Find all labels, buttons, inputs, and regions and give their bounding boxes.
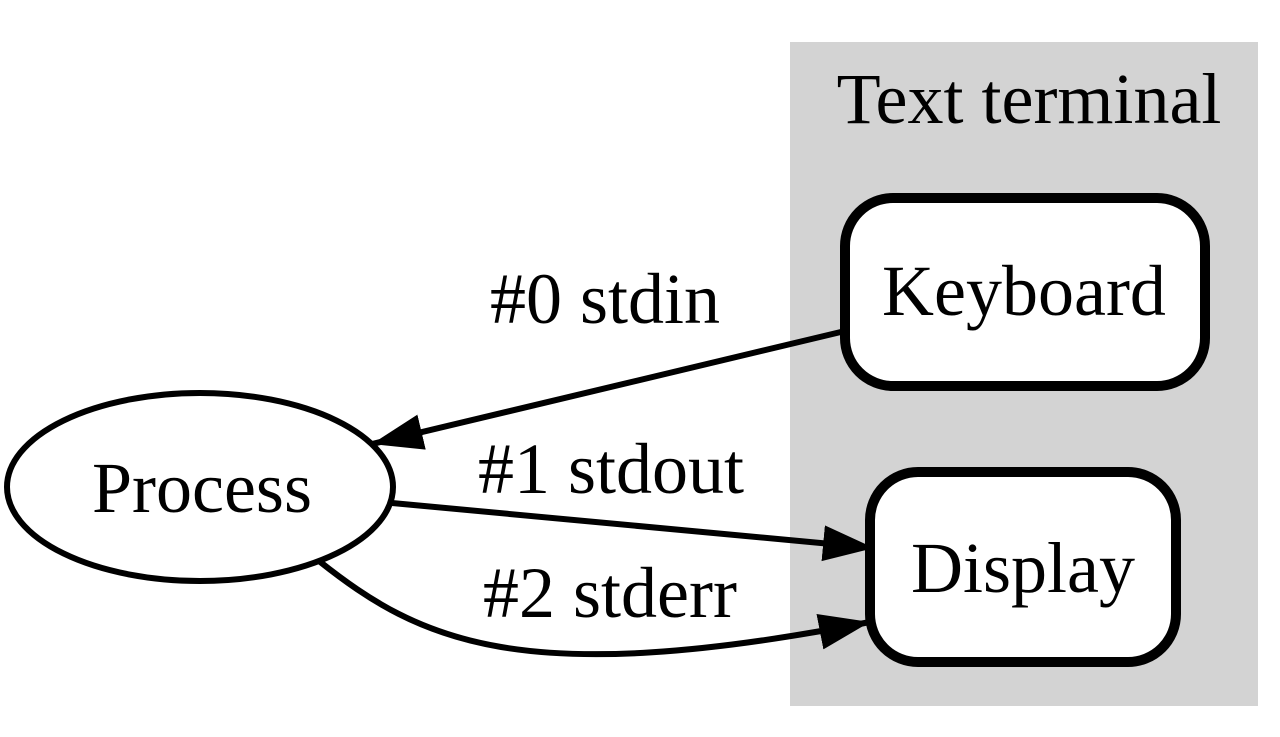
display-label: Display — [911, 528, 1135, 608]
edge-stderr-line — [317, 558, 871, 658]
edge-stdout-line — [391, 500, 875, 562]
edge-label-stdout: #1 stdout — [478, 429, 744, 509]
process-node — [4, 390, 396, 584]
edge-label-stderr: #2 stderr — [483, 553, 737, 633]
display-node — [865, 467, 1181, 667]
keyboard-node — [840, 193, 1210, 391]
edge-stdin-line — [371, 328, 846, 450]
process-label: Process — [92, 448, 312, 528]
text-terminal-title: Text terminal — [837, 59, 1222, 139]
edge-label-stdin: #0 stdin — [490, 259, 720, 339]
keyboard-label: Keyboard — [882, 251, 1166, 331]
